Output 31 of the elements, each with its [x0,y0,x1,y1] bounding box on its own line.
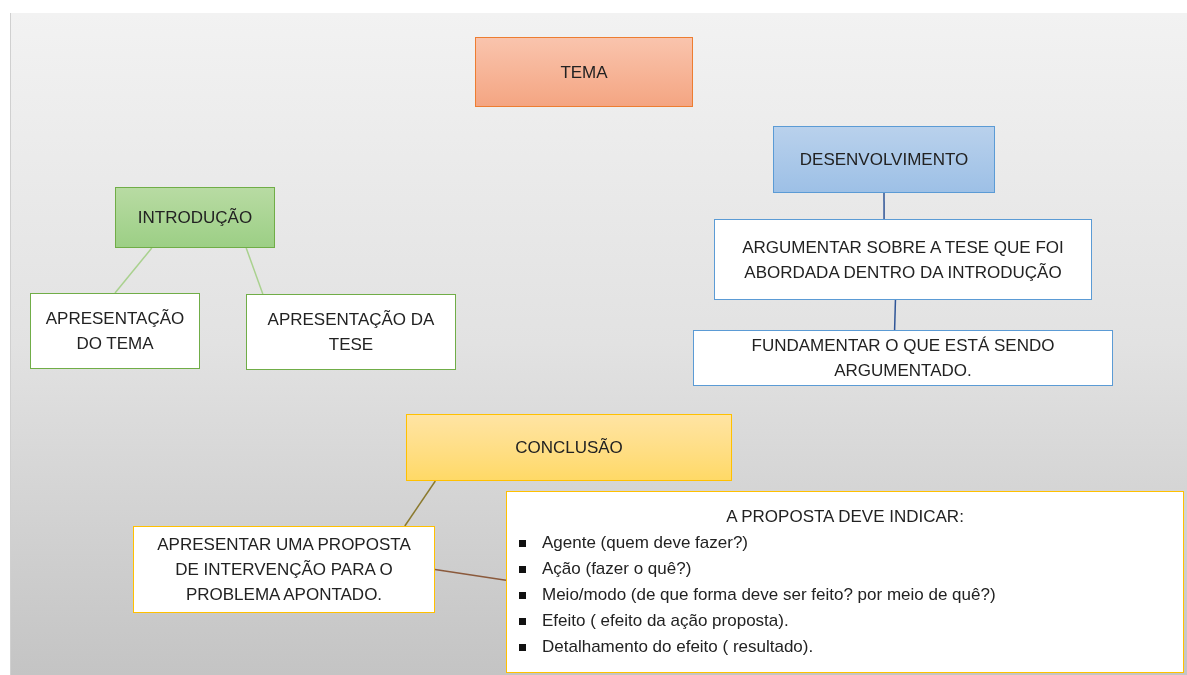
box-label: INTRODUÇÃO [137,207,253,229]
topic-box [475,37,693,107]
list-item: Meio/modo (de que forma deve ser feito? por meio de quê?) [542,584,996,606]
box-label: CONCLUSÃO [515,437,623,459]
list-item: Agente (quem deve fazer?) [542,532,748,554]
detail-box [246,294,456,370]
list-item: Ação (fazer o quê?) [542,558,692,580]
section-box [406,414,732,481]
detail-box [30,293,200,369]
section-box [115,187,275,248]
connector-line [245,247,264,295]
box-label: APRESENTAR UMA PROPOSTA DE INTERVENÇÃO PARA O PROBLEMA APONTADO. [156,534,412,606]
detail-box [714,219,1092,300]
box-label: APRESENTAÇÃO DO TEMA [44,308,186,355]
list-item: Detalhamento do efeito ( resultado). [542,636,814,658]
connector-line [434,568,507,581]
detail-box [693,330,1113,386]
box-label: FUNDAMENTAR O QUE ESTÁ SENDO ARGUMENTADO. [750,335,1056,382]
list-box [506,491,1184,673]
box-label: APRESENTAÇÃO DA TESE [266,309,436,356]
connector-line [114,247,153,294]
connector-line [404,480,437,527]
box-label: ARGUMENTAR SOBRE A TESE QUE FOI ABORDADA DENTRO DA INTRODUÇÃO [741,236,1065,284]
list-item: Efeito ( efeito da ação proposta). [542,610,789,632]
section-box [773,126,995,193]
list-heading: A PROPOSTA DEVE INDICAR: [726,506,964,528]
box-label: DESENVOLVIMENTO [799,149,969,171]
connector-line [883,192,885,220]
box-label: TEMA [560,61,608,84]
connector-line [893,299,897,331]
detail-box [133,526,435,613]
